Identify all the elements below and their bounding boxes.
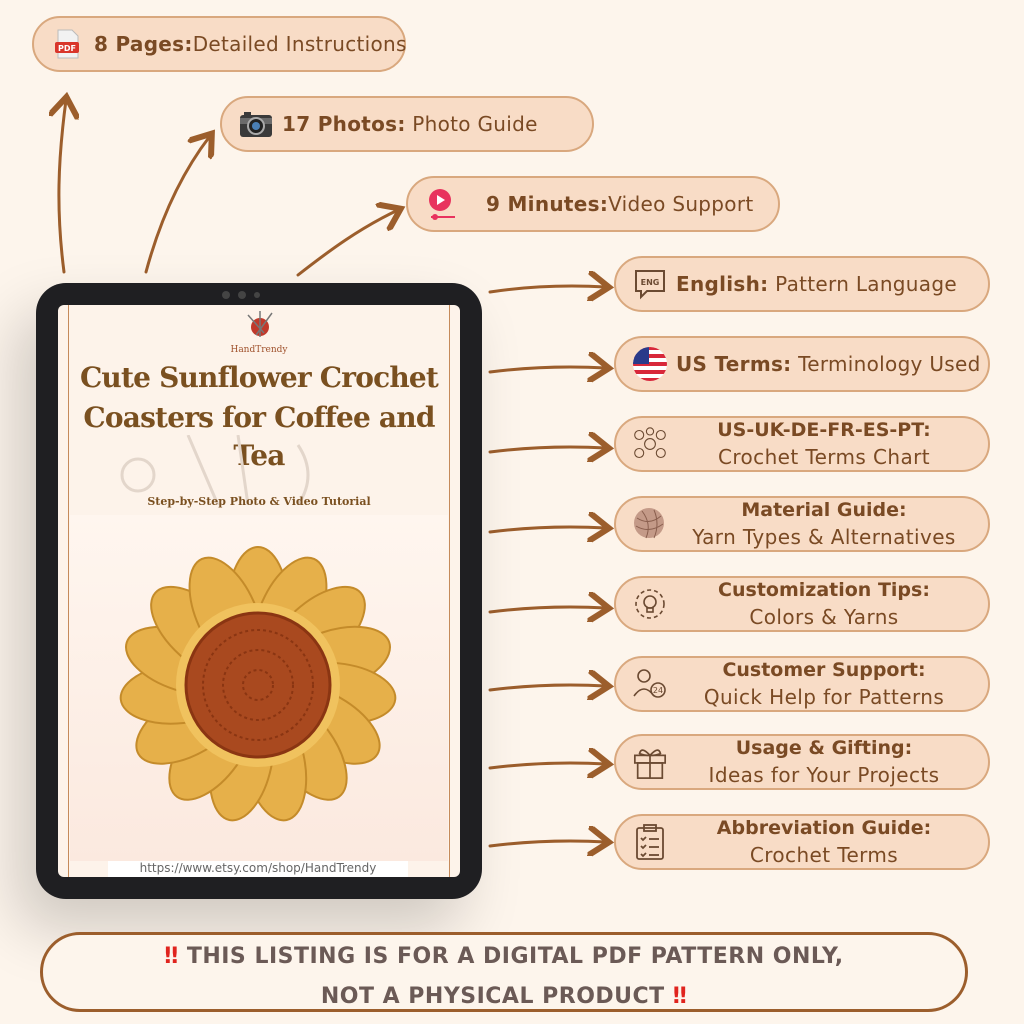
shop-url: https://www.etsy.com/shop/HandTrendy: [108, 861, 408, 877]
feature-gifting: Usage & Gifting:Ideas for Your Projects: [614, 734, 990, 790]
feature-photos: 17 Photos: Photo Guide: [220, 96, 594, 152]
warning-double-exclamation-icon: ‼: [164, 944, 179, 969]
arrow-3: [296, 210, 398, 277]
feature-video: 9 Minutes:Video Support: [406, 176, 780, 232]
feature-language: ENG English: Pattern Language: [614, 256, 990, 312]
feature-terms-chart: US-UK-DE-FR-ES-PT:Crochet Terms Chart: [614, 416, 990, 472]
arrow-4: [488, 286, 606, 292]
clipboard-list-icon: [632, 824, 668, 860]
arrow-7: [488, 527, 606, 532]
pattern-cover: HandTrendy Cute Sunflower Crochet Coaste…: [58, 305, 460, 877]
cover-title-line1: Cute Sunflower Crochet: [79, 361, 439, 394]
arrow-11: [488, 841, 606, 846]
lightbulb-gear-icon: [632, 586, 668, 622]
cover-subtitle: Step-by-Step Photo & Video Tutorial: [147, 495, 371, 508]
feature-us-terms: US Terms: Terminology Used: [614, 336, 990, 392]
feature-pages: PDF 8 Pages:Detailed Instructions: [32, 16, 406, 72]
eng-speech-icon: ENG: [632, 266, 668, 302]
feature-support: 24 Customer Support:Quick Help for Patte…: [614, 656, 990, 712]
camera-icon: [238, 106, 274, 142]
arrow-9: [488, 685, 606, 690]
tablet-camera: [238, 291, 246, 299]
yarn-ball-icon: [632, 506, 668, 542]
warning-double-exclamation-icon: ‼: [672, 984, 688, 1009]
cover-title-line2: Coasters for Coffee and Tea: [83, 401, 435, 472]
tools-watermark: [120, 435, 310, 505]
arrow-5: [488, 367, 606, 372]
pdf-icon: PDF: [50, 26, 86, 62]
feature-customization: Customization Tips:Colors & Yarns: [614, 576, 990, 632]
support-24-icon: 24: [632, 666, 668, 702]
arrow-1: [59, 100, 66, 274]
tablet-device: HandTrendy Cute Sunflower Crochet Coaste…: [36, 283, 482, 899]
video-play-icon: [424, 186, 460, 222]
feature-abbreviation: Abbreviation Guide:Crochet Terms: [614, 814, 990, 870]
handtrendy-logo: [247, 311, 273, 337]
svg-text:24: 24: [653, 686, 663, 695]
arrow-8: [488, 607, 606, 612]
gift-icon: [632, 744, 668, 780]
svg-text:ENG: ENG: [641, 278, 660, 287]
arrow-10: [488, 763, 606, 768]
svg-text:PDF: PDF: [58, 44, 76, 53]
arrow-6: [488, 447, 606, 452]
brand-name: HandTrendy: [230, 345, 288, 355]
tablet-camera: [254, 292, 260, 298]
tablet-camera: [222, 291, 230, 299]
languages-icon: [632, 426, 668, 462]
feature-material-guide: Material Guide:Yarn Types & Alternatives: [614, 496, 990, 552]
digital-only-notice: ‼ THIS LISTING IS FOR A DIGITAL PDF PATT…: [40, 932, 968, 1012]
sunflower-coaster-image: [119, 546, 397, 822]
us-flag-icon: [632, 346, 668, 382]
arrow-2: [144, 136, 210, 274]
